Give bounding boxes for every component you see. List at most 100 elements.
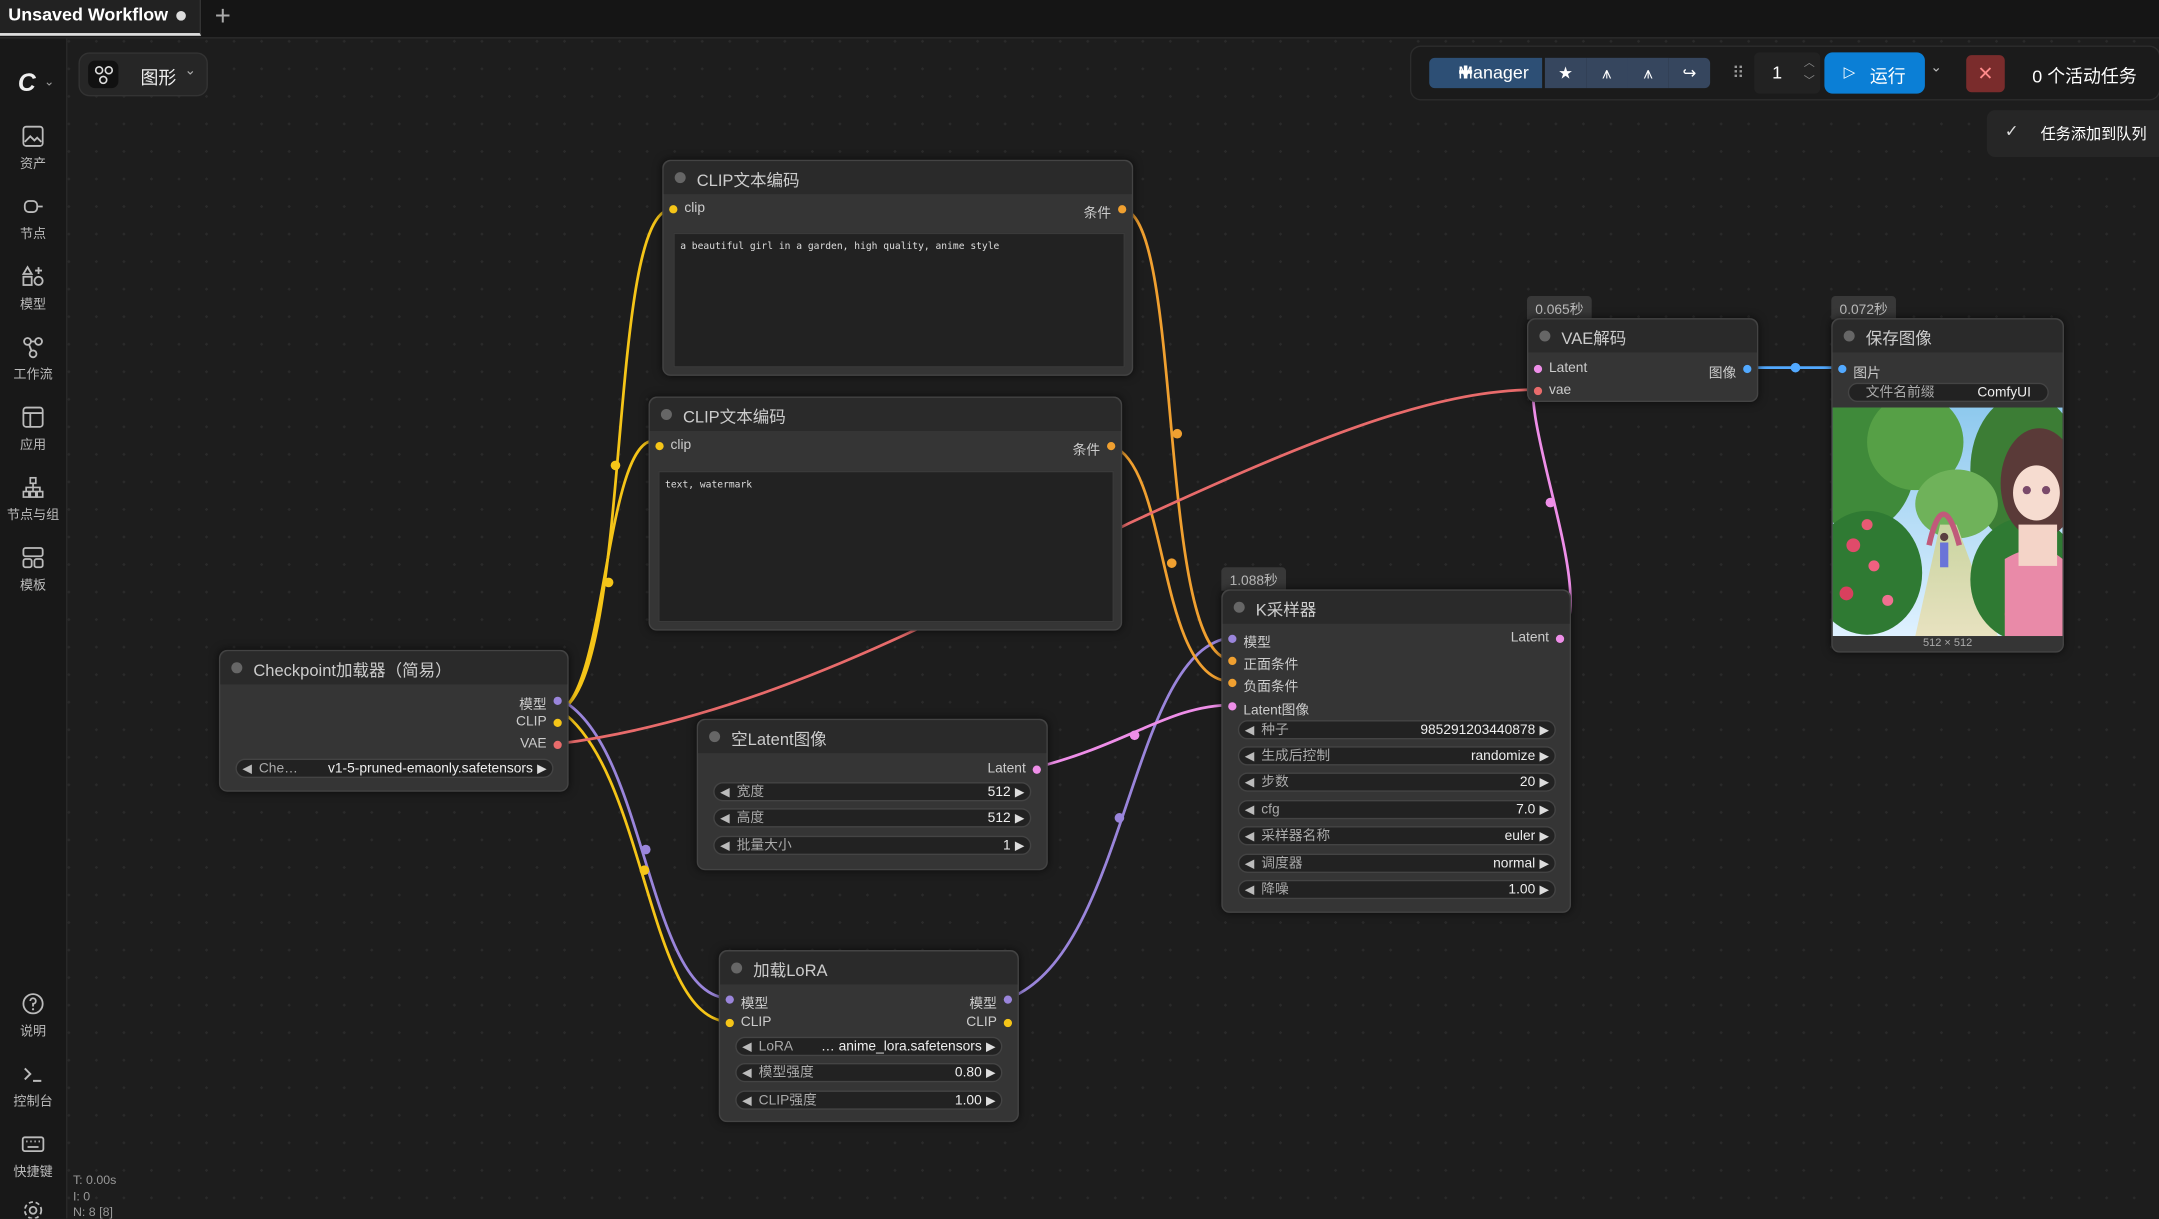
output-port-clip[interactable] — [553, 718, 562, 728]
node-clip-text-encode-positive[interactable]: CLIP文本编码 clip 条件 a beautiful girl in a g… — [662, 159, 1134, 376]
arrow-left-icon[interactable]: ◀ — [242, 761, 252, 776]
run-options-chevron-icon[interactable]: ⌄ — [1930, 60, 1942, 76]
output-port-model[interactable] — [553, 696, 562, 705]
arrow-right-icon[interactable]: ▶ — [1539, 828, 1550, 843]
node-clip-text-encode-negative[interactable]: CLIP文本编码 clip 条件 text, watermark — [648, 396, 1123, 631]
arrow-left-icon[interactable]: ◀ — [1244, 775, 1255, 789]
arrow-right-icon[interactable]: ▶ — [1539, 749, 1550, 763]
arrow-right-icon[interactable]: ▶ — [1539, 722, 1550, 737]
arrow-left-icon[interactable]: ◀ — [742, 1039, 752, 1054]
input-port-clip[interactable] — [655, 441, 664, 451]
sidebar-item-console[interactable]: 控制台 — [0, 1062, 66, 1110]
arrow-left-icon[interactable]: ◀ — [720, 810, 730, 825]
arrow-right-icon[interactable]: ▶ — [1014, 810, 1025, 825]
sidebar-item-shortcuts[interactable]: 快捷键 — [0, 1132, 66, 1180]
input-port-negative[interactable] — [1228, 678, 1237, 688]
node-load-lora[interactable]: 加载LoRA 模型 CLIP 模型 CLIP ◀LoRA… anime_lora… — [718, 950, 1019, 1123]
arrow-left-icon[interactable]: ◀ — [1244, 828, 1255, 843]
prompt-textarea[interactable]: text, watermark — [658, 470, 1114, 623]
arrow-right-icon[interactable]: ▶ — [985, 1093, 996, 1108]
lora-select[interactable]: ◀LoRA… anime_lora.safetensors▶ — [735, 1036, 1003, 1057]
sidebar-item-settings[interactable] — [0, 1198, 66, 1219]
output-port-clip[interactable] — [1003, 1018, 1013, 1028]
arrow-left-icon[interactable]: ◀ — [1244, 856, 1255, 871]
prompt-textarea[interactable]: a beautiful girl in a garden, high quali… — [673, 232, 1125, 368]
output-port-conditioning[interactable] — [1118, 205, 1127, 214]
input-port-latent[interactable] — [1228, 702, 1237, 711]
run-button[interactable]: ▷ 运行 — [1824, 52, 1925, 94]
comfy-logo-icon[interactable]: C — [17, 68, 36, 97]
node-vae-decode[interactable]: VAE解码 Latent vae 图像 — [1526, 318, 1759, 403]
unload-models-icon[interactable]: ⩚ — [1586, 57, 1628, 89]
arrow-left-icon[interactable]: ◀ — [1244, 802, 1255, 817]
arrow-left-icon[interactable]: ◀ — [742, 1065, 752, 1080]
collapse-dot-icon[interactable] — [674, 172, 686, 184]
star-icon[interactable]: ★ — [1544, 57, 1587, 89]
checkpoint-select[interactable]: ◀ Che… v1-5-pruned-emaonly.safetensors ▶ — [235, 758, 554, 778]
arrow-right-icon[interactable]: ▶ — [1014, 838, 1025, 853]
arrow-right-icon[interactable]: ▶ — [1539, 775, 1550, 789]
decrement-icon[interactable]: ﹀ — [1803, 74, 1815, 87]
arrow-right-icon[interactable]: ▶ — [985, 1039, 996, 1054]
input-port-images[interactable] — [1838, 364, 1847, 374]
graph-mode-button[interactable]: 图形 ⌄ — [78, 52, 208, 97]
sidebar-item-help[interactable]: 说明 — [0, 991, 66, 1040]
active-tasks-label[interactable]: 0 个活动任务 — [2032, 66, 2137, 87]
collapse-dot-icon[interactable] — [1843, 330, 1855, 342]
output-port-image[interactable] — [1743, 364, 1752, 374]
drag-handle-icon[interactable]: ⠿ — [1732, 63, 1745, 83]
sidebar-item-templates[interactable]: 模板 — [0, 545, 66, 593]
queue-count-stepper[interactable]: 1 ︿ ﹀ — [1754, 52, 1821, 94]
input-port-vae[interactable] — [1533, 386, 1543, 396]
arrow-left-icon[interactable]: ◀ — [742, 1093, 752, 1108]
arrow-right-icon[interactable]: ▶ — [985, 1065, 996, 1080]
arrow-left-icon[interactable]: ◀ — [1244, 722, 1255, 737]
input-port-latent[interactable] — [1533, 364, 1543, 374]
collapse-dot-icon[interactable] — [709, 731, 721, 743]
collapse-dot-icon[interactable] — [231, 662, 243, 674]
output-port-latent[interactable] — [1032, 765, 1041, 774]
arrow-right-icon[interactable]: ▶ — [537, 761, 547, 776]
output-port-latent[interactable] — [1555, 634, 1565, 644]
arrow-left-icon[interactable]: ◀ — [1244, 882, 1255, 897]
output-port-model[interactable] — [1003, 995, 1013, 1004]
sidebar-item-assets[interactable]: 资产 — [0, 124, 66, 172]
arrow-left-icon[interactable]: ◀ — [720, 784, 730, 799]
filename-prefix-input[interactable]: 文件名前缀 ComfyUI — [1847, 382, 2049, 403]
arrow-right-icon[interactable]: ▶ — [1539, 856, 1550, 871]
sidebar-item-workflows[interactable]: 工作流 — [0, 335, 66, 383]
share-icon[interactable]: ↪ — [1668, 57, 1711, 89]
increment-icon[interactable]: ︿ — [1803, 56, 1815, 69]
output-port-vae[interactable] — [553, 740, 562, 750]
input-port-model[interactable] — [725, 995, 734, 1004]
collapse-dot-icon[interactable] — [1233, 601, 1245, 613]
new-tab-plus-icon[interactable]: + — [214, 1, 231, 32]
collapse-dot-icon[interactable] — [1539, 330, 1551, 342]
free-memory-icon[interactable]: ⩚ — [1627, 57, 1669, 89]
arrow-left-icon[interactable]: ◀ — [1244, 749, 1255, 763]
node-checkpoint-loader[interactable]: Checkpoint加载器（简易） 模型 CLIP VAE ◀ Che… v1-… — [218, 649, 569, 792]
input-port-model[interactable] — [1228, 634, 1237, 644]
arrow-right-icon[interactable]: ▶ — [1014, 784, 1025, 799]
sidebar-item-models[interactable]: 模型 — [0, 264, 66, 313]
logo-chevron-down-icon[interactable]: ⌄ — [44, 74, 55, 89]
arrow-left-icon[interactable]: ◀ — [720, 838, 730, 853]
input-port-positive[interactable] — [1228, 656, 1237, 666]
sidebar-item-node-groups[interactable]: 节点与组 — [0, 475, 66, 523]
sidebar-item-apps[interactable]: 应用 — [0, 405, 66, 453]
output-image-preview[interactable] — [1832, 407, 2063, 637]
input-port-clip[interactable] — [725, 1018, 734, 1028]
